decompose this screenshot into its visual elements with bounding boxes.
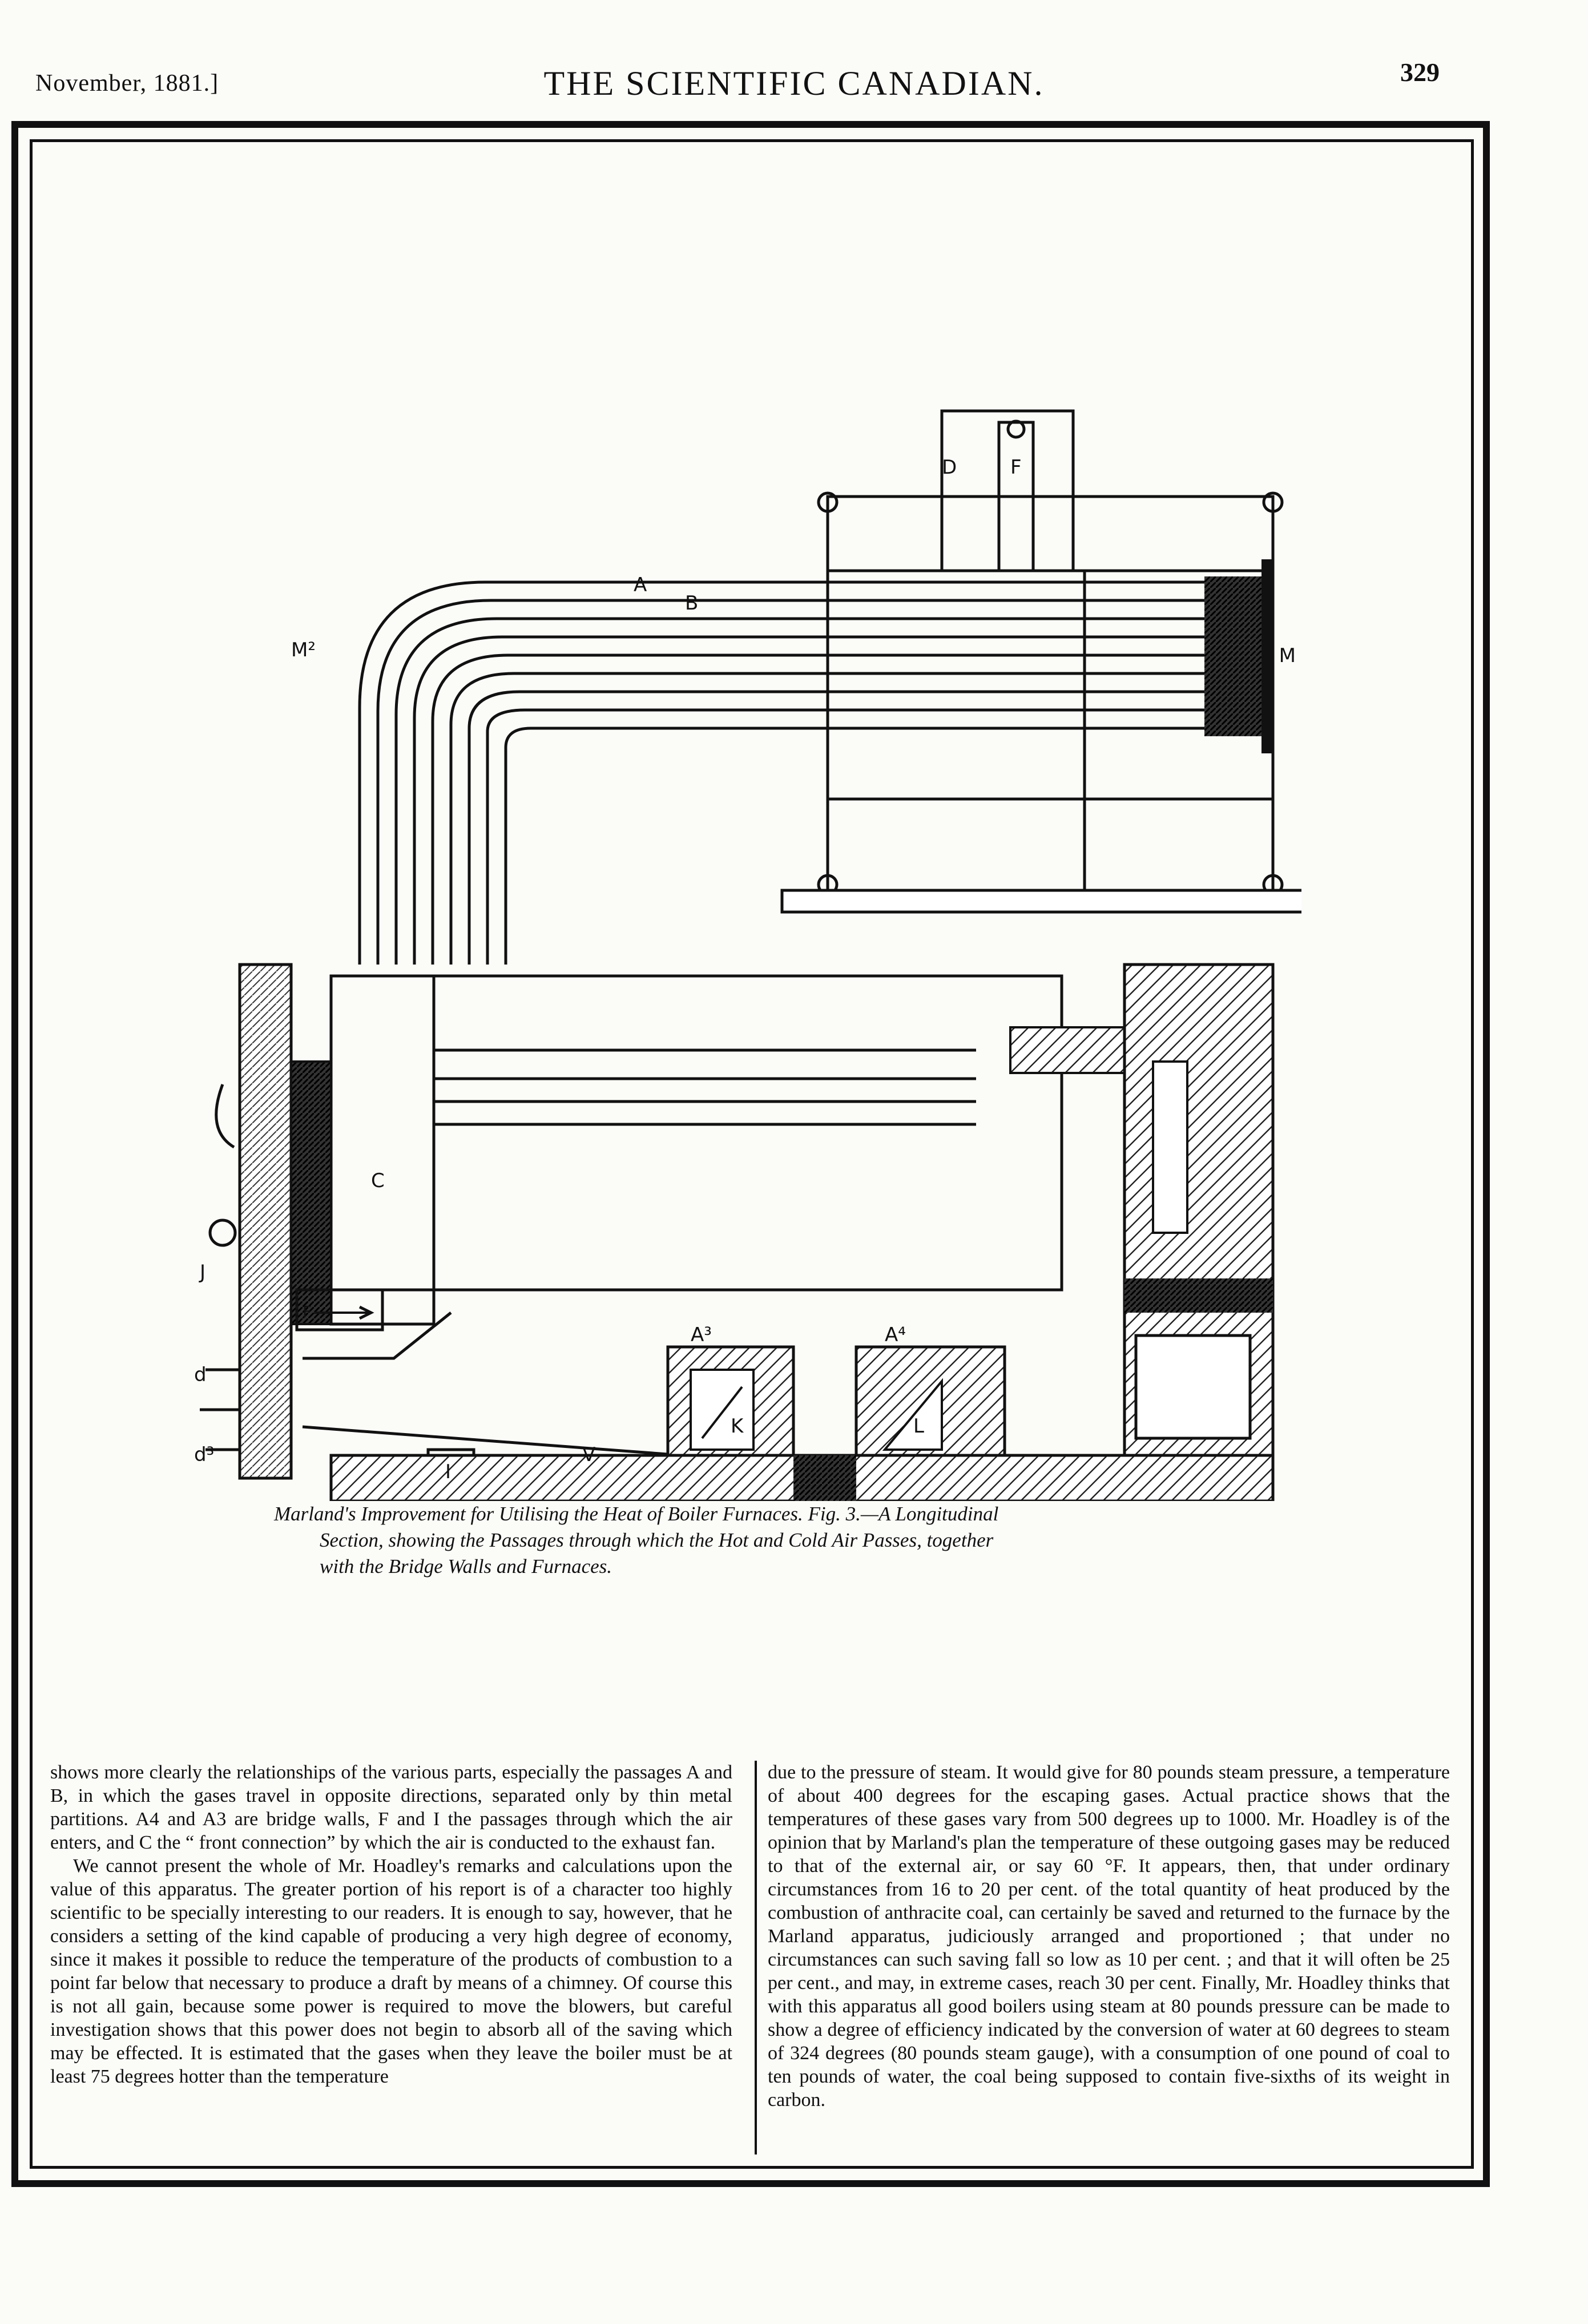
- page-border-outer: [11, 121, 1490, 2187]
- page-number: 329: [1400, 58, 1440, 87]
- label-c: C: [371, 1169, 385, 1192]
- label-d: D: [942, 456, 957, 479]
- rear-brickwork: [1009, 963, 1275, 1480]
- figure-caption: Marland's Improvement for Utilising the …: [274, 1501, 1313, 1580]
- left-paragraph-1: shows more clearly the relationships of …: [50, 1762, 732, 1853]
- front-wall: [238, 963, 293, 1480]
- label-m2: M²: [291, 639, 316, 661]
- page-header: November, 1881.] THE SCIENTIFIC CANADIAN…: [0, 0, 1588, 120]
- label-d3: d³: [194, 1443, 214, 1466]
- front-plate: [290, 1060, 332, 1325]
- journal-title: THE SCIENTIFIC CANADIAN.: [543, 64, 1045, 102]
- exhaust-fan-casing: [780, 409, 1301, 914]
- article-column-right: due to the pressure of steam. It would g…: [768, 1761, 1450, 2112]
- label-l: L: [913, 1415, 924, 1438]
- label-a: A: [634, 574, 647, 596]
- article-column-left: shows more clearly the relationships of …: [50, 1761, 732, 2088]
- label-i: I: [445, 1460, 451, 1483]
- boiler-shell: [329, 974, 1063, 1326]
- right-paragraph-1: due to the pressure of steam. It would g…: [768, 1762, 1450, 2111]
- page-border-inner: [30, 139, 1474, 2169]
- label-j: J: [199, 1261, 205, 1284]
- label-m: M: [1279, 644, 1296, 667]
- label-v: V: [582, 1443, 595, 1466]
- label-f-flue: F: [303, 1302, 312, 1321]
- front-fittings: [200, 1084, 240, 1451]
- column-divider: [755, 1761, 757, 2154]
- boiler-section-figure: D F M M² A B C F A³ A⁴ K L V I J d d³: [188, 388, 1301, 1501]
- caption-line-1: Marland's Improvement for Utilising the …: [274, 1503, 999, 1525]
- boiler-diagram: D F M M² A B C F A³ A⁴ K L V I J d d³: [194, 409, 1301, 1501]
- left-paragraph-2: We cannot present the whole of Mr. Hoadl…: [50, 1855, 732, 2087]
- label-f-top: F: [1010, 456, 1022, 479]
- caption-line-3: with the Bridge Walls and Furnaces.: [320, 1555, 612, 1577]
- caption-line-2: Section, showing the Passages through wh…: [320, 1529, 994, 1551]
- label-k: K: [731, 1415, 744, 1438]
- label-b: B: [685, 592, 698, 615]
- label-a4: A⁴: [885, 1324, 906, 1346]
- label-a3: A³: [691, 1324, 712, 1346]
- issue-date: November, 1881.]: [35, 70, 219, 96]
- label-d-lower: d: [194, 1363, 207, 1386]
- tube-ends: [1204, 559, 1273, 753]
- ash-pit: [793, 1455, 856, 1501]
- tube-passages: [358, 580, 1261, 965]
